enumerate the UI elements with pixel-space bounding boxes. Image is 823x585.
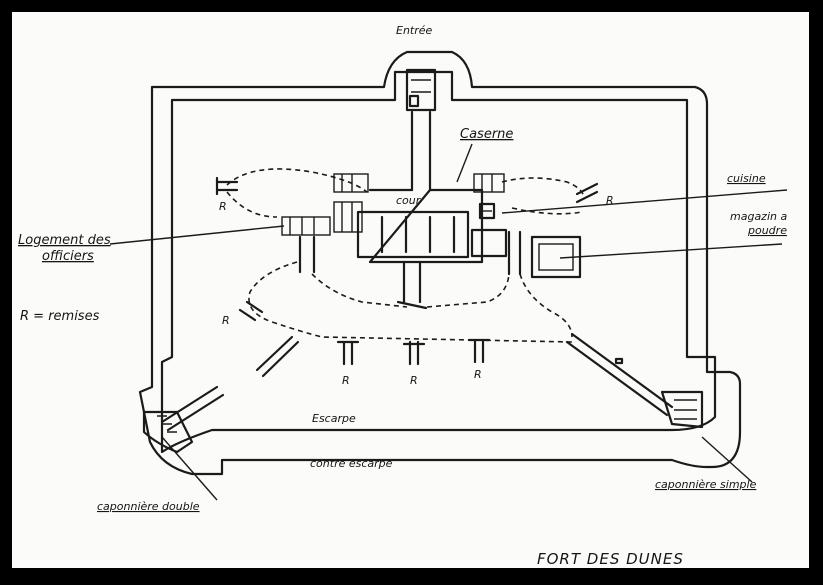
- drawing-sheet: Entrée Caserne cour cuisine magazin a po…: [12, 12, 809, 568]
- caserne-label: Caserne: [460, 127, 513, 142]
- cuisine-room: [478, 202, 496, 220]
- caserne-block: [333, 173, 508, 310]
- leader-lines: [109, 143, 788, 501]
- entree-label: Entrée: [396, 24, 433, 37]
- remise-marker: R: [219, 200, 227, 213]
- contre-escarpe-label: contre escarpe: [310, 457, 393, 470]
- powder-magazine: [507, 230, 582, 279]
- fort-plan: Entrée Caserne cour cuisine magazin a po…: [18, 24, 788, 568]
- cuisine-label: cuisine: [727, 172, 766, 185]
- caponniere-simple-label: caponnière simple: [655, 478, 757, 491]
- caponniere-double: [142, 385, 225, 454]
- entry-passage: [405, 68, 437, 192]
- outer-wall: [138, 50, 742, 476]
- cour-label: cour: [396, 194, 422, 207]
- caponniere-double-label: caponnière double: [97, 500, 200, 513]
- caponniere-simple: [565, 332, 704, 429]
- magazin-label-2: poudre: [747, 224, 787, 237]
- officers-quarters: [281, 216, 331, 274]
- fort-title: FORT DES DUNES: [537, 550, 684, 568]
- remise-stubs: [215, 176, 599, 378]
- remise-marker: R: [410, 374, 418, 387]
- logement-label-2: officiers: [42, 249, 94, 264]
- remise-marker: R: [606, 194, 614, 207]
- logement-label-1: Logement des: [18, 233, 111, 248]
- magazin-label-1: magazin a: [730, 210, 787, 223]
- remise-marker: R: [342, 374, 350, 387]
- remise-marker: R: [474, 368, 482, 381]
- remise-marker: R: [222, 314, 230, 327]
- remises-legend: R = remises: [20, 309, 100, 324]
- escarpe-label: Escarpe: [312, 412, 356, 425]
